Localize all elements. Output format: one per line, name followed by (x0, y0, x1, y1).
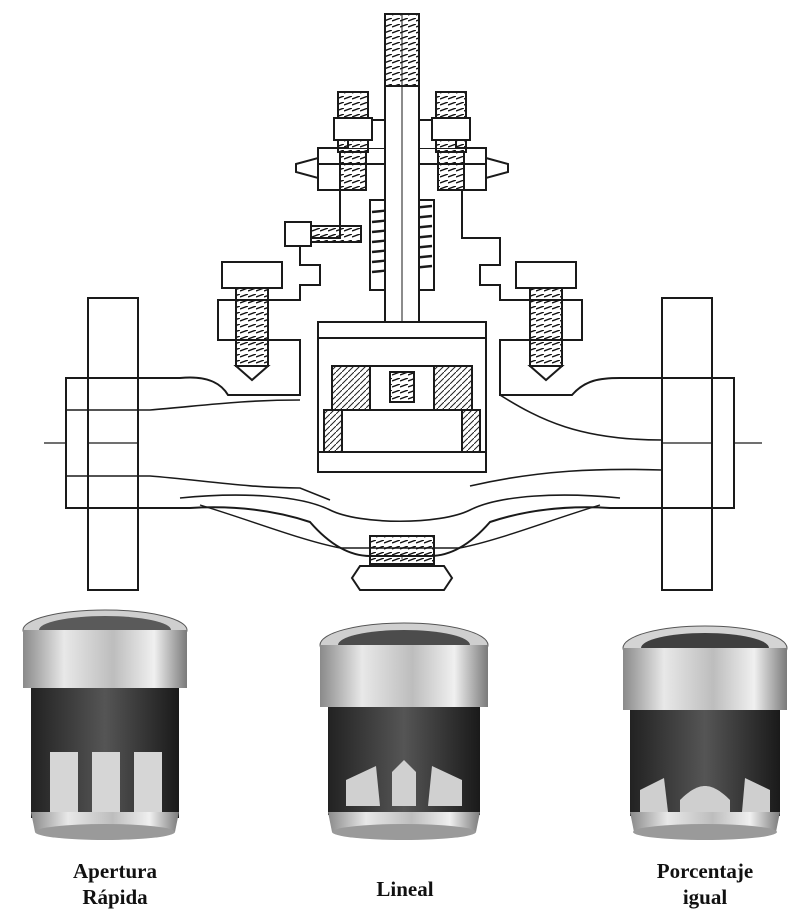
valve-cross-section (44, 13, 762, 591)
side-plug-right (485, 156, 509, 180)
bonnet-stud-left (333, 91, 373, 191)
caption-quick-opening-line2: Rápida (82, 885, 148, 909)
cage-linear (319, 622, 489, 840)
caption-linear-line1: Lineal (376, 877, 434, 901)
caption-quick-opening: Apertura Rápida (40, 858, 190, 910)
body-bolt-right (515, 261, 577, 382)
flow-passage-lower-right (469, 468, 663, 487)
body-bolt-left (221, 261, 283, 382)
bonnet-stud-right (431, 91, 471, 191)
flow-passage-upper-right (499, 394, 663, 441)
cage-top-ring (317, 321, 487, 339)
left-flange (65, 297, 139, 591)
cage-window-left (323, 409, 343, 453)
cage-equal-percentage (622, 625, 788, 840)
caption-equal-percentage: Porcentaje igual (630, 858, 780, 910)
caption-linear: Lineal (340, 876, 470, 902)
caption-equal-percentage-line1: Porcentaje (656, 859, 754, 883)
right-flange (661, 297, 735, 591)
drain-plug-nut (350, 565, 454, 591)
body-web (179, 494, 621, 522)
caption-quick-opening-line1: Apertura (73, 859, 157, 883)
side-plug-left (295, 156, 319, 180)
seat-ring (317, 451, 487, 473)
flow-passage-lower-left (66, 475, 331, 501)
stem-nut (389, 371, 415, 403)
caption-equal-percentage-line2: igual (682, 885, 728, 909)
cage-quick-opening (22, 609, 188, 840)
drain-plug-thread (369, 535, 435, 565)
flow-passage-upper-left (66, 399, 301, 411)
lube-fitting (284, 221, 362, 247)
cage-window-right (461, 409, 481, 453)
